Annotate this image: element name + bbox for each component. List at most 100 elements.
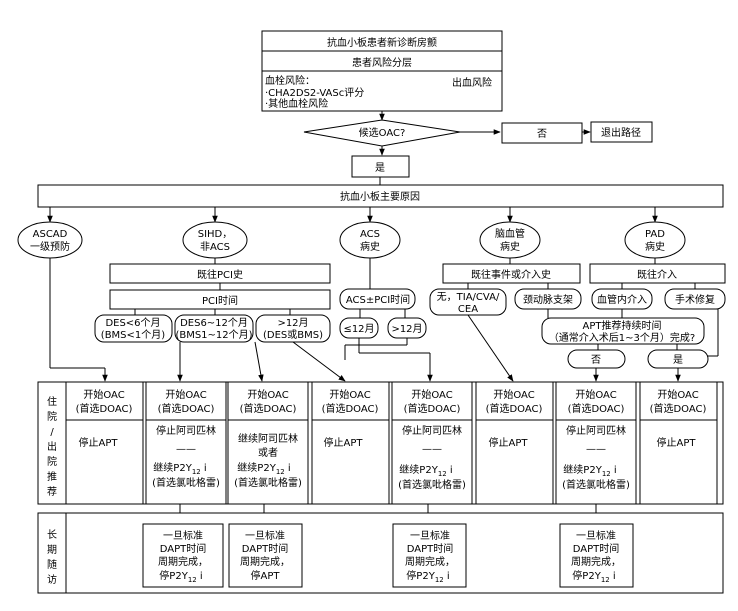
t1-line1: DES<6个月 (105, 317, 160, 329)
prefer-clopidogrel: (首选氯吡格雷) (152, 476, 220, 489)
cause-pad: PAD 病史 (624, 221, 686, 259)
oac-no-label: 否 (537, 128, 547, 140)
cause-ascad-line2: 一级预防 (30, 240, 70, 253)
cha2ds2-vasc-item: ·CHA2DS2-VASc评分 (265, 87, 364, 99)
cvd-stent-label: 颈动脉支架 (523, 293, 573, 306)
fu-line3: 周期完成， (240, 555, 290, 568)
continue-p2y12i: 继续P2Y12 i (237, 461, 290, 476)
main-reason-label: 抗血小板主要原因 (340, 190, 420, 203)
cause-sihd: SIHD， 非ACS (182, 221, 248, 259)
pad-surgery-label: 手术修复 (675, 293, 715, 306)
start-oac: 开始OAC (411, 388, 452, 401)
prefer-doac: (首选DOAC) (76, 402, 133, 415)
start-oac: 开始OAC (83, 388, 124, 401)
cause-ascad: ASCAD 一级预防 (17, 221, 83, 259)
cvd-history-box (442, 263, 581, 284)
cause-acs-line2: 病史 (360, 240, 380, 253)
cvd-none-line1: 无，TIA/CVA/ (437, 292, 500, 303)
exit-path-box (590, 121, 653, 143)
apt-q-line2: （通常介入术后1~3个月）完成? (549, 331, 695, 344)
cvd-history-label: 既往事件或介入史 (471, 268, 551, 281)
prefer-clopidogrel: (首选氯吡格雷) (562, 478, 630, 491)
fu-line2: DAPT时间 (160, 542, 207, 555)
cause-cvd-line1: 脑血管 (495, 227, 525, 240)
stop-apt: 停止APT (324, 436, 364, 449)
separator-dash: —— (422, 444, 442, 455)
followup-side-label: 长 期 随 访 (47, 529, 57, 586)
fu-line3: 周期完成， (571, 555, 621, 568)
cause-ascad-line1: ASCAD (33, 229, 68, 240)
followup-box-2: 一旦标准 DAPT时间 周期完成， 停APT (228, 523, 303, 588)
t2-line1: DES6~12个月 (180, 317, 248, 329)
risk-stratification: 患者风险分层 (352, 56, 412, 69)
start-oac: 开始OAC (329, 388, 370, 401)
prefer-doac: (首选DOAC) (486, 402, 543, 415)
pci-time-label: PCI时间 (202, 294, 238, 307)
start-oac: 开始OAC (493, 388, 534, 401)
cause-pad-line1: PAD (645, 229, 665, 240)
oac-yes-label: 是 (375, 162, 385, 174)
fu-line2: DAPT时间 (573, 542, 620, 555)
continue-p2y12i: 继续P2Y12 i (399, 463, 452, 478)
acs-gt12-label: >12月 (391, 323, 422, 335)
fu-line2: DAPT时间 (242, 542, 289, 555)
start-oac: 开始OAC (165, 388, 206, 401)
fu-line3: 周期完成， (158, 555, 208, 568)
stop-p2y12i: 停P2Y12 i (572, 569, 615, 584)
pci-time-des-lt6: DES<6个月 (BMS<1个月) (94, 314, 173, 343)
continue-p2y12i: 继续P2Y12 i (153, 461, 206, 476)
followup-box-3: 一旦标准 DAPT时间 周期完成， 停P2Y12 i (392, 523, 467, 588)
followup-label-char: 访 (47, 574, 57, 586)
stop-p2y12i: 停P2Y12 i (406, 569, 449, 584)
hospital-side-label: 住 院 / 出 院 推 荐 (47, 395, 57, 498)
hospital-label-char: 住 (47, 395, 57, 408)
separator-dash: —— (176, 444, 196, 455)
cause-pad-line2: 病史 (645, 240, 665, 253)
arrow-t2 (254, 341, 264, 382)
acs-le12-label: ≤12月 (343, 323, 374, 335)
prefer-clopidogrel: (首选氯吡格雷) (398, 478, 466, 491)
hospital-label-char: 院 (47, 455, 57, 468)
pci-time-box (109, 289, 331, 310)
stop-p2y12i: 停P2Y12 i (159, 569, 202, 584)
stop-apt-fu: 停APT (251, 569, 281, 582)
hospital-label-char: 推 (47, 470, 57, 483)
start-oac: 开始OAC (247, 388, 288, 401)
prefer-doac: (首选DOAC) (240, 402, 297, 415)
followup-label-char: 随 (47, 558, 57, 571)
bleeding-risk-label: 出血风险 (452, 76, 492, 89)
followup-label-char: 期 (47, 544, 57, 556)
cause-acs: ACS 病史 (339, 221, 401, 259)
pad-endo-label: 血管内介入 (597, 293, 647, 306)
oac-decision: 候选OAC? (303, 119, 461, 147)
apt-yes-label: 是 (673, 354, 683, 366)
pci-time-gt12: >12月 (DES或BMS) (255, 314, 331, 343)
separator-dash: —— (586, 444, 606, 455)
patient-title: 抗血小板患者新诊断房颤 (327, 36, 437, 49)
rec-col-1: 开始OAC (首选DOAC) 停止APT (65, 381, 144, 505)
apt-no-label: 否 (591, 354, 601, 366)
oac-question: 候选OAC? (359, 126, 406, 139)
apt-q-line1: APT推荐持续时间 (583, 319, 662, 332)
fu-line1: 一旦标准 (410, 530, 450, 542)
fu-line1: 一旦标准 (576, 530, 616, 542)
main-reason-box (37, 184, 724, 208)
acs-pci-time-label: ACS±PCI时间 (346, 293, 410, 306)
cause-sihd-line2: 非ACS (200, 241, 230, 253)
pad-prior-label: 既往介入 (637, 268, 677, 281)
arrow-t3 (292, 341, 346, 382)
prefer-doac: (首选DOAC) (322, 402, 379, 415)
rec-col-6: 开始OAC (首选DOAC) 停止APT (475, 381, 554, 505)
prefer-doac: (首选DOAC) (568, 402, 625, 415)
fu-line3: 周期完成， (405, 555, 455, 568)
t3-line1: >12月 (277, 317, 308, 329)
followup-box-4: 一旦标准 DAPT时间 周期完成， 停P2Y12 i (559, 523, 634, 588)
cvd-none-tia: 无，TIA/CVA/ CEA (429, 288, 507, 316)
cause-sihd-line1: SIHD， (198, 229, 233, 240)
other-thrombotic-risk: ·其他血栓风险 (265, 97, 328, 110)
hospital-label-char: 出 (47, 440, 57, 453)
rec-col-4: 开始OAC (首选DOAC) 停止APT (311, 381, 390, 505)
continue-aspirin: 继续阿司匹林 (238, 432, 298, 445)
stop-aspirin: 停止阿司匹林 (156, 424, 216, 437)
